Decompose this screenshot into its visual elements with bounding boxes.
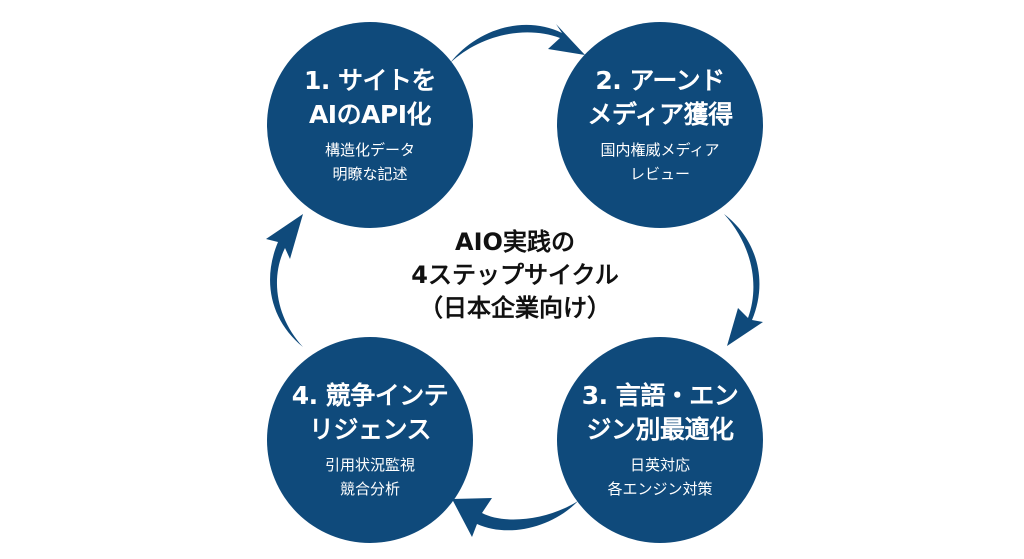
step-4-title-line2: リジェンス [308,415,432,444]
step-3-title-line2: ジン別最適化 [586,415,734,444]
step-2-detail-line1: 国内権威メディア [600,141,720,159]
center-title-line1: AIO実践の [455,228,575,256]
step-1-title-line1: 1. サイトを [303,66,437,95]
center-title: AIO実践の 4ステップサイクル （日本企業向け） [380,226,650,325]
step-2-title-line1: 2. アーンド [595,66,725,95]
step-2-detail-line2: レビュー [629,165,690,183]
arrow-2-to-3 [724,214,763,346]
arrow-1-to-2 [450,24,585,63]
step-3-detail-line1: 日英対応 [629,456,690,474]
step-1-circle: 1. サイトを AIのAPI化 構造化データ 明瞭な記述 [267,22,473,228]
step-4-circle: 4. 競争インテ リジェンス 引用状況監視 競合分析 [267,337,473,543]
step-1-title-line2: AIのAPI化 [308,100,432,129]
step-4-detail-line1: 引用状況監視 [324,456,415,474]
arrow-4-to-1 [266,214,303,347]
center-title-line3: （日本企業向け） [419,294,611,322]
step-1-detail-line2: 明瞭な記述 [332,165,408,183]
step-4-detail-line2: 競合分析 [339,480,400,498]
step-3-title-line1: 3. 言語・エン [581,381,739,410]
step-2-title-line2: メディア獲得 [587,100,733,129]
center-title-line2: 4ステップサイクル [411,261,619,289]
step-1-detail-line1: 構造化データ [324,141,415,159]
arrow-3-to-4 [452,498,578,537]
step-3-circle: 3. 言語・エン ジン別最適化 日英対応 各エンジン対策 [557,337,763,543]
step-4-title-line1: 4. 競争インテ [291,381,449,410]
step-3-detail-line2: 各エンジン対策 [607,480,713,498]
step-2-circle: 2. アーンド メディア獲得 国内権威メディア レビュー [557,22,763,228]
